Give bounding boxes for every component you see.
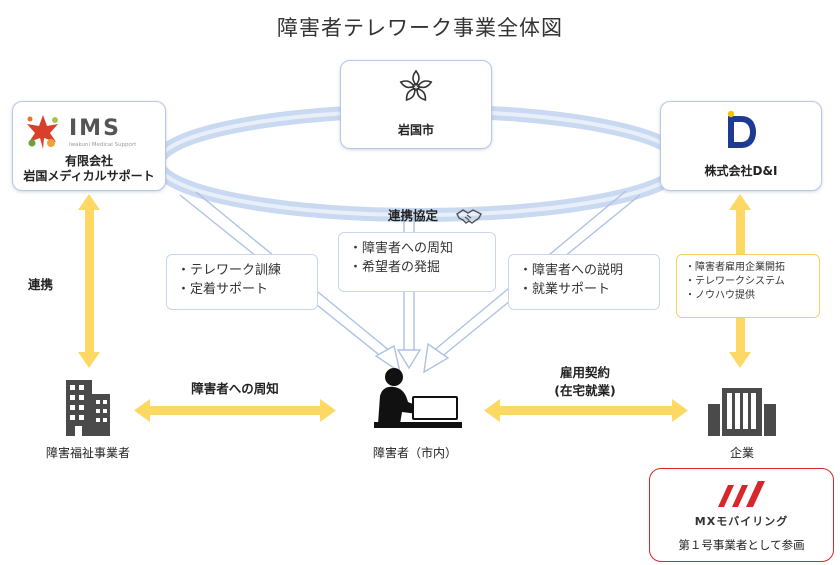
note-explanation: ・障害者への説明 ・就業サポート [508, 254, 660, 310]
city-emblem-icon [399, 69, 433, 101]
page-title: 障害者テレワーク事業全体図 [277, 16, 563, 40]
dni-node: 株式会社D&I [660, 101, 822, 191]
arrow-left-horizontal [134, 399, 336, 422]
note-dni-line3: ・ノウハウ提供 [685, 290, 755, 301]
note-dni-line2: ・テレワークシステム [685, 276, 785, 287]
dni-logo-icon [727, 110, 756, 148]
note-training-line2: ・定着サポート [177, 282, 269, 297]
ims-label-line2: 岩国メディカルサポート [23, 169, 155, 183]
mx-logo-text: MXモバイリング [694, 515, 789, 528]
note-dni-services: ・障害者雇用企業開拓 ・テレワークシステム ・ノウハウ提供 [676, 254, 820, 318]
ims-logo-subtext: Iwakuni Medical Support [69, 142, 137, 148]
agreement-label: 連携協定 [387, 208, 438, 223]
note-outreach-line1: ・障害者への周知 [349, 241, 454, 256]
arrow-right-horizontal [484, 399, 688, 422]
mx-logo-icon [718, 481, 765, 507]
note-training-line1: ・テレワーク訓練 [177, 263, 282, 278]
ims-label-line1: 有限会社 [64, 154, 113, 168]
ims-logo-text: IMS [69, 116, 121, 141]
person-at-computer-icon [374, 368, 462, 428]
note-outreach-line2: ・希望者の発掘 [349, 260, 441, 275]
city-label: 岩国市 [397, 123, 434, 137]
company-label: 企業 [729, 446, 754, 460]
note-training: ・テレワーク訓練 ・定着サポート [166, 254, 318, 310]
office-building-icon [708, 388, 776, 436]
label-cooperation: 連携 [28, 277, 54, 292]
building-icon [66, 380, 110, 436]
label-employment-line1: 雇用契約 [559, 365, 610, 380]
city-node: 岩国市 [340, 60, 492, 149]
arrow-left-vertical [78, 194, 100, 368]
maple-leaf-logo-icon [27, 115, 58, 149]
label-outreach-arrow: 障害者への周知 [191, 381, 279, 396]
note-explanation-line2: ・就業サポート [519, 282, 611, 297]
mx-mobiling-box: MXモバイリング 第１号事業者として参画 [649, 468, 834, 562]
person-label: 障害者（市内） [372, 446, 457, 460]
note-outreach: ・障害者への周知 ・希望者の発掘 [338, 232, 496, 292]
mx-caption: 第１号事業者として参画 [678, 538, 805, 552]
note-explanation-line1: ・障害者への説明 [519, 263, 624, 278]
handshake-icon [456, 209, 482, 224]
dni-label: 株式会社D&I [704, 164, 778, 178]
ims-node: IMS Iwakuni Medical Support 有限会社 岩国メディカル… [12, 101, 166, 191]
welfare-label: 障害福祉事業者 [45, 446, 130, 460]
label-employment-line2: (在宅就業) [554, 383, 616, 398]
note-dni-line1: ・障害者雇用企業開拓 [685, 262, 785, 273]
